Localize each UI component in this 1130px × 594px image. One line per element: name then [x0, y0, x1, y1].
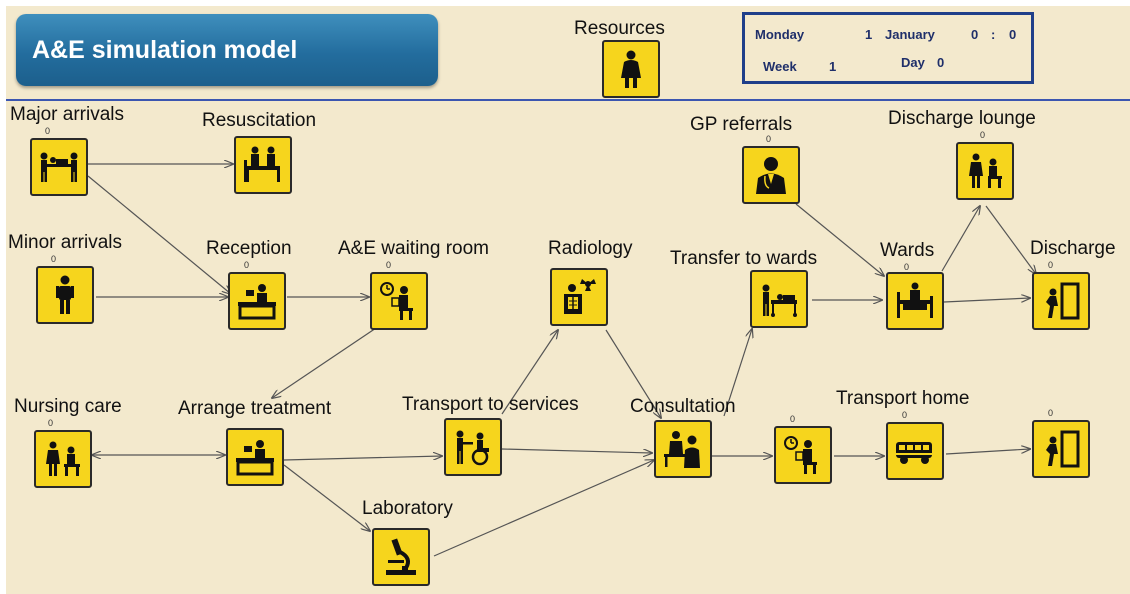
patient-transfer-icon: [762, 284, 797, 317]
nursing-care-node[interactable]: [34, 430, 92, 488]
nursing-care-icon: [46, 441, 80, 476]
minor-arrivals-label: Minor arrivals: [8, 232, 123, 253]
major-arrivals-node[interactable]: [30, 138, 88, 196]
radiology-label: Radiology: [548, 238, 633, 259]
arrow-transport-to-consultation: [501, 448, 652, 453]
arrow-lounge-to-discharge: [985, 205, 1036, 274]
consult-waiting-count: 0: [790, 414, 796, 424]
waiting-room-count: 0: [386, 260, 392, 270]
doctor-icon: [756, 157, 786, 194]
simulation-canvas: A&E simulation model Resources Monday 1 …: [6, 6, 1130, 594]
week-label: Week: [763, 59, 797, 74]
arrow-consultation-to-transfer: [723, 329, 752, 417]
ambulance-icon: [896, 442, 932, 464]
arrow-wards-to-discharge: [943, 298, 1030, 303]
consult-waiting-node[interactable]: [774, 426, 832, 484]
resuscitation-node[interactable]: [234, 136, 292, 194]
resources-node[interactable]: [602, 40, 660, 98]
day-label: Day: [901, 55, 925, 70]
radiology-node[interactable]: [550, 268, 608, 326]
waiting-room-label: A&E waiting room: [338, 238, 490, 259]
waiting-room-icon: [784, 436, 817, 474]
exit-door-icon: [1046, 282, 1080, 320]
waiting-room-icon: [380, 282, 413, 320]
waiting-room-node[interactable]: [370, 272, 428, 330]
arrow-transport-home-to-exit: [945, 449, 1030, 455]
treatment-desk-icon: [236, 440, 274, 476]
transport-home-node[interactable]: [886, 422, 944, 480]
clock-minutes: 0: [1009, 27, 1017, 42]
arrange-treatment-node[interactable]: [226, 428, 284, 486]
discharge-label: Discharge: [1030, 238, 1116, 259]
week-value: 1: [829, 59, 837, 74]
ward-bed-icon: [897, 282, 933, 318]
transfer-to-wards-node[interactable]: [750, 270, 808, 328]
minor-arrivals-count: 0: [51, 254, 57, 264]
home-exit-count: 0: [1048, 408, 1054, 418]
transfer-to-wards-label: Transfer to wards: [670, 248, 818, 269]
clock-separator: :: [991, 27, 996, 42]
header-divider: [6, 99, 1130, 101]
consultation-icon: [664, 431, 700, 468]
wheelchair-icon: [456, 430, 489, 466]
home-exit-node[interactable]: [1032, 420, 1090, 478]
nursing-care-count: 0: [48, 418, 54, 428]
stretcher-icon: [40, 152, 78, 182]
minor-arrivals-node[interactable]: [36, 266, 94, 324]
resuscitation-label: Resuscitation: [202, 110, 317, 131]
transport-home-count: 0: [902, 410, 908, 420]
day-value: 0: [937, 55, 945, 70]
reception-desk-icon: [238, 284, 276, 320]
clock-hours: 0: [971, 27, 979, 42]
major-arrivals-count: 0: [45, 126, 51, 136]
discharge-lounge-label: Discharge lounge: [888, 108, 1036, 129]
arrow-wards-to-lounge: [941, 206, 980, 272]
arrow-arrange-to-transport: [283, 456, 442, 461]
reception-node[interactable]: [228, 272, 286, 330]
discharge-lounge-icon: [969, 153, 1002, 188]
major-arrivals-label: Major arrivals: [10, 104, 125, 125]
arrow-waiting-to-arrange: [272, 323, 383, 398]
person-icon: [56, 275, 74, 314]
flow-arrows: [87, 6, 1130, 557]
transport-home-label: Transport home: [836, 388, 970, 409]
laboratory-node[interactable]: [372, 528, 430, 586]
wards-label: Wards: [880, 240, 935, 261]
discharge-count: 0: [1048, 260, 1054, 270]
title-banner: A&E simulation model: [16, 14, 438, 86]
wards-node[interactable]: [886, 272, 944, 330]
transport-to-services-node[interactable]: [444, 418, 502, 476]
discharge-node[interactable]: [1032, 272, 1090, 330]
discharge-lounge-count: 0: [980, 130, 986, 140]
arrow-transport-to-radiology: [501, 330, 558, 415]
reception-count: 0: [244, 260, 250, 270]
day-name: Monday: [755, 27, 805, 42]
arrange-treatment-label: Arrange treatment: [178, 398, 332, 419]
consultation-label: Consultation: [630, 396, 736, 417]
transport-to-services-label: Transport to services: [402, 394, 579, 415]
exit-door-icon: [1046, 430, 1080, 468]
radiology-icon: [564, 279, 596, 314]
microscope-icon: [386, 538, 416, 575]
month: January: [885, 27, 935, 42]
arrow-gp-to-wards: [795, 203, 884, 276]
date-day: 1: [865, 27, 873, 42]
resources-label: Resources: [574, 18, 665, 39]
arrow-laboratory-to-consultation: [433, 460, 654, 557]
nursing-care-label: Nursing care: [14, 396, 122, 417]
gp-referrals-label: GP referrals: [690, 114, 793, 135]
gp-referrals-node[interactable]: [742, 146, 800, 204]
resuscitation-bed-icon: [244, 146, 280, 182]
wards-count: 0: [904, 262, 910, 272]
gp-referrals-count: 0: [766, 134, 772, 144]
reception-label: Reception: [206, 238, 292, 259]
laboratory-label: Laboratory: [362, 498, 453, 519]
arrow-arrange-to-laboratory: [283, 464, 370, 531]
nurse-icon: [621, 50, 641, 88]
discharge-lounge-node[interactable]: [956, 142, 1014, 200]
arrow-major-to-reception: [87, 175, 231, 294]
simulation-clock-panel: Monday 1 January 0 : 0 Week 1 Day 0: [742, 12, 1034, 84]
arrow-radiology-to-consultation: [605, 329, 661, 418]
consultation-node[interactable]: [654, 420, 712, 478]
